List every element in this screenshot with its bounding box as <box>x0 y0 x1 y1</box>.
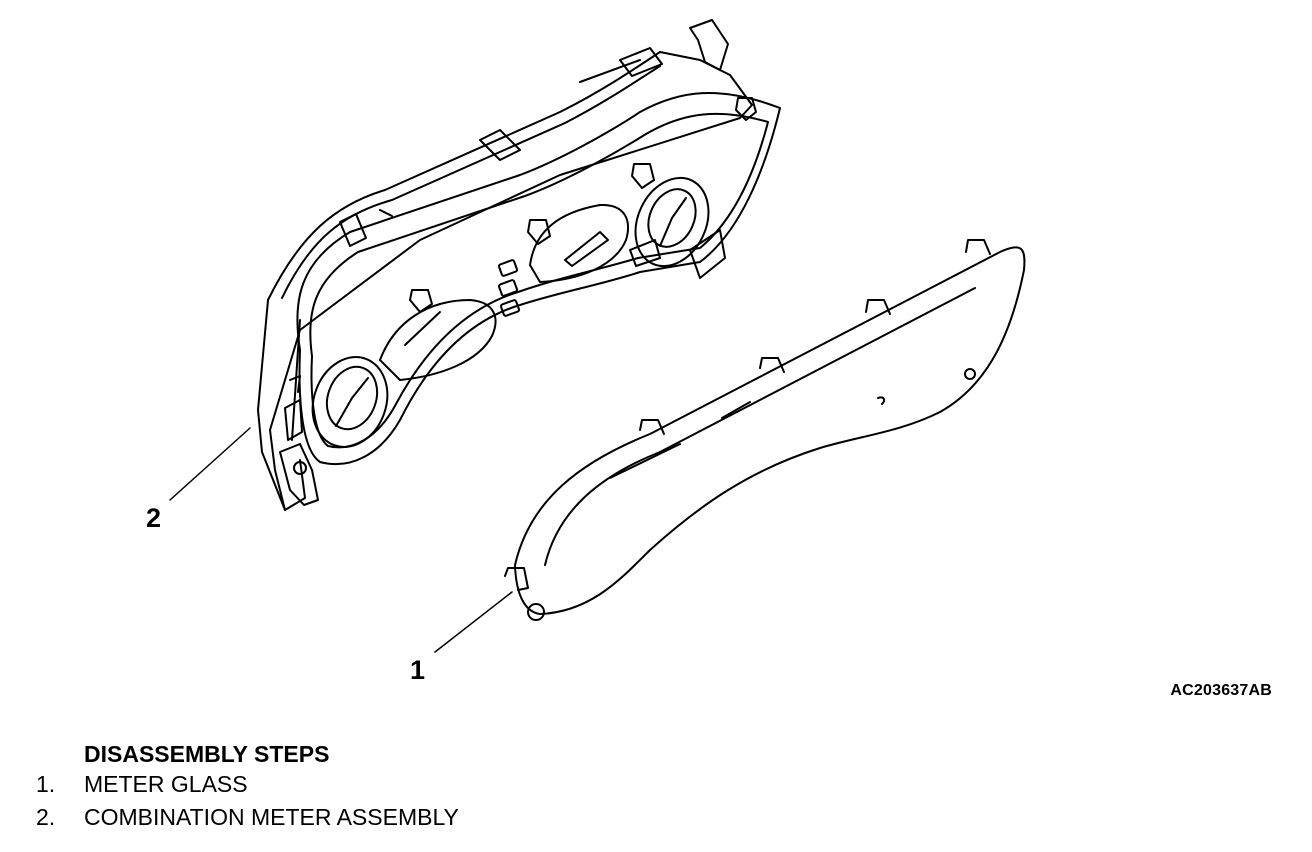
leader-line-1 <box>434 591 513 653</box>
figure-code: AC203637AB <box>1170 682 1272 699</box>
leader-line-2 <box>169 427 251 501</box>
disassembly-steps: DISASSEMBLY STEPS 1. METER GLASS 2. COMB… <box>36 740 459 834</box>
step-label: METER GLASS <box>84 771 248 797</box>
steps-title: DISASSEMBLY STEPS <box>84 741 330 767</box>
step-number: 2. <box>36 804 56 830</box>
step-item: 2. COMBINATION METER ASSEMBLY <box>36 801 459 834</box>
callout-number-1: 1 <box>410 655 426 685</box>
step-item: 1. METER GLASS <box>36 768 459 801</box>
combination-meter-assembly <box>257 19 781 511</box>
meter-glass <box>504 239 1026 621</box>
callout-number-2: 2 <box>146 503 162 533</box>
step-number: 1. <box>36 771 56 797</box>
step-label: COMBINATION METER ASSEMBLY <box>84 804 459 830</box>
exploded-view-drawing <box>169 19 1026 653</box>
